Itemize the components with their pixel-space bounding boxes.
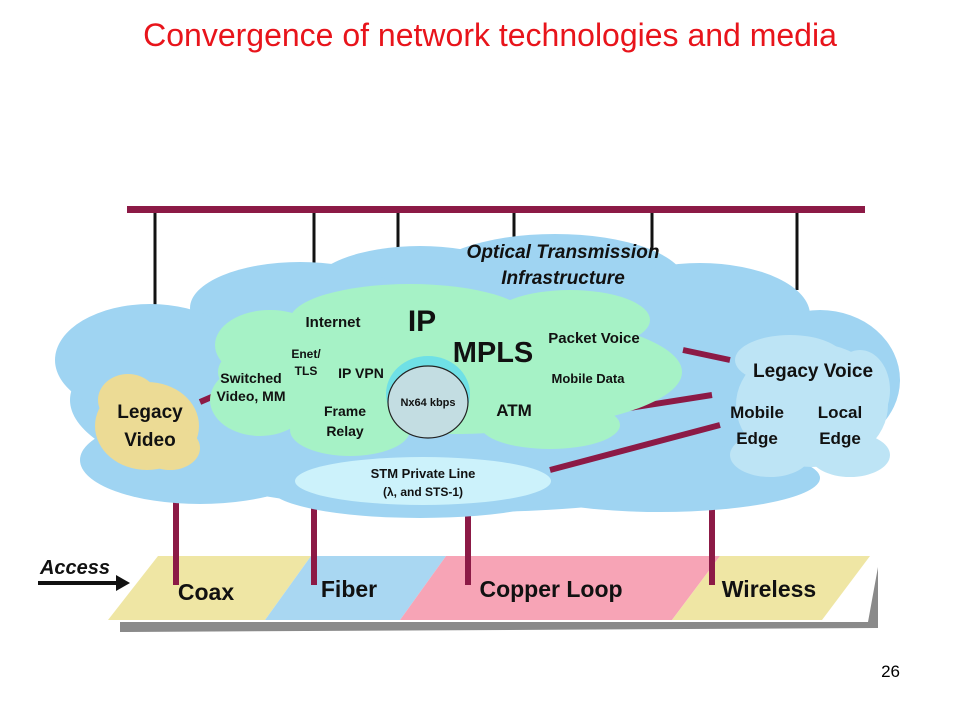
nx64-circle <box>387 365 469 439</box>
packet-voice-label: Packet Voice <box>548 330 639 347</box>
ip-label: IP <box>408 305 436 338</box>
access-arrow <box>38 575 130 591</box>
local-edge-label-2: Edge <box>819 429 861 448</box>
media-fiber <box>265 556 446 620</box>
media-shadow <box>120 567 878 632</box>
legacy-video-cloud <box>95 374 200 470</box>
media-wireless <box>672 556 870 620</box>
access-drop-lines <box>173 488 715 585</box>
mpls-label: MPLS <box>453 337 534 369</box>
slide-title: Convergence of network technologies and … <box>120 14 860 56</box>
switched-video-label-1: Switched <box>220 370 281 386</box>
switched-video-label-2: Video, MM <box>217 388 286 404</box>
page-number: 26 <box>881 662 900 681</box>
enet-label-1: Enet/ <box>291 347 321 361</box>
legacy-video-label-1: Legacy <box>117 402 183 423</box>
legacy-video-label-2: Video <box>124 430 175 451</box>
legacy-voice-label: Legacy Voice <box>753 361 873 382</box>
stm-label-1: STM Private Line <box>371 466 476 481</box>
top-drop-lines <box>153 213 799 310</box>
wireless-label: Wireless <box>722 576 816 602</box>
top-bus-bar <box>127 206 865 213</box>
enet-label-2: TLS <box>295 364 318 378</box>
access-media-band <box>108 556 870 620</box>
mobile-edge-label-2: Edge <box>736 429 778 448</box>
frame-relay-label-1: Frame <box>324 403 366 419</box>
optical-label-2: Infrastructure <box>501 268 625 289</box>
legacy-voice-cloud <box>730 335 890 477</box>
media-coax <box>108 556 311 620</box>
frame-relay-label-2: Relay <box>326 423 364 439</box>
title-text: Convergence of network technologies and … <box>143 17 837 53</box>
media-copper-loop <box>400 556 720 620</box>
mobile-data-label: Mobile Data <box>552 371 626 386</box>
stm-private-line <box>295 457 551 505</box>
copper-loop-label: Copper Loop <box>479 576 622 602</box>
access-label: Access <box>39 557 110 579</box>
local-edge-label-1: Local <box>818 403 862 422</box>
mobile-edge-label-1: Mobile <box>730 403 784 422</box>
coax-label: Coax <box>178 579 234 605</box>
optical-label-1: Optical Transmission <box>467 242 660 263</box>
internet-label: Internet <box>305 314 360 331</box>
optical-label: Optical Transmission Infrastructure <box>467 242 660 289</box>
fiber-label: Fiber <box>321 576 377 602</box>
ip-vpn-label: IP VPN <box>338 365 384 381</box>
nx64-label: Nx64 kbps <box>400 397 455 409</box>
atm-label: ATM <box>496 401 532 420</box>
stm-label-2: (λ, and STS-1) <box>383 485 463 499</box>
